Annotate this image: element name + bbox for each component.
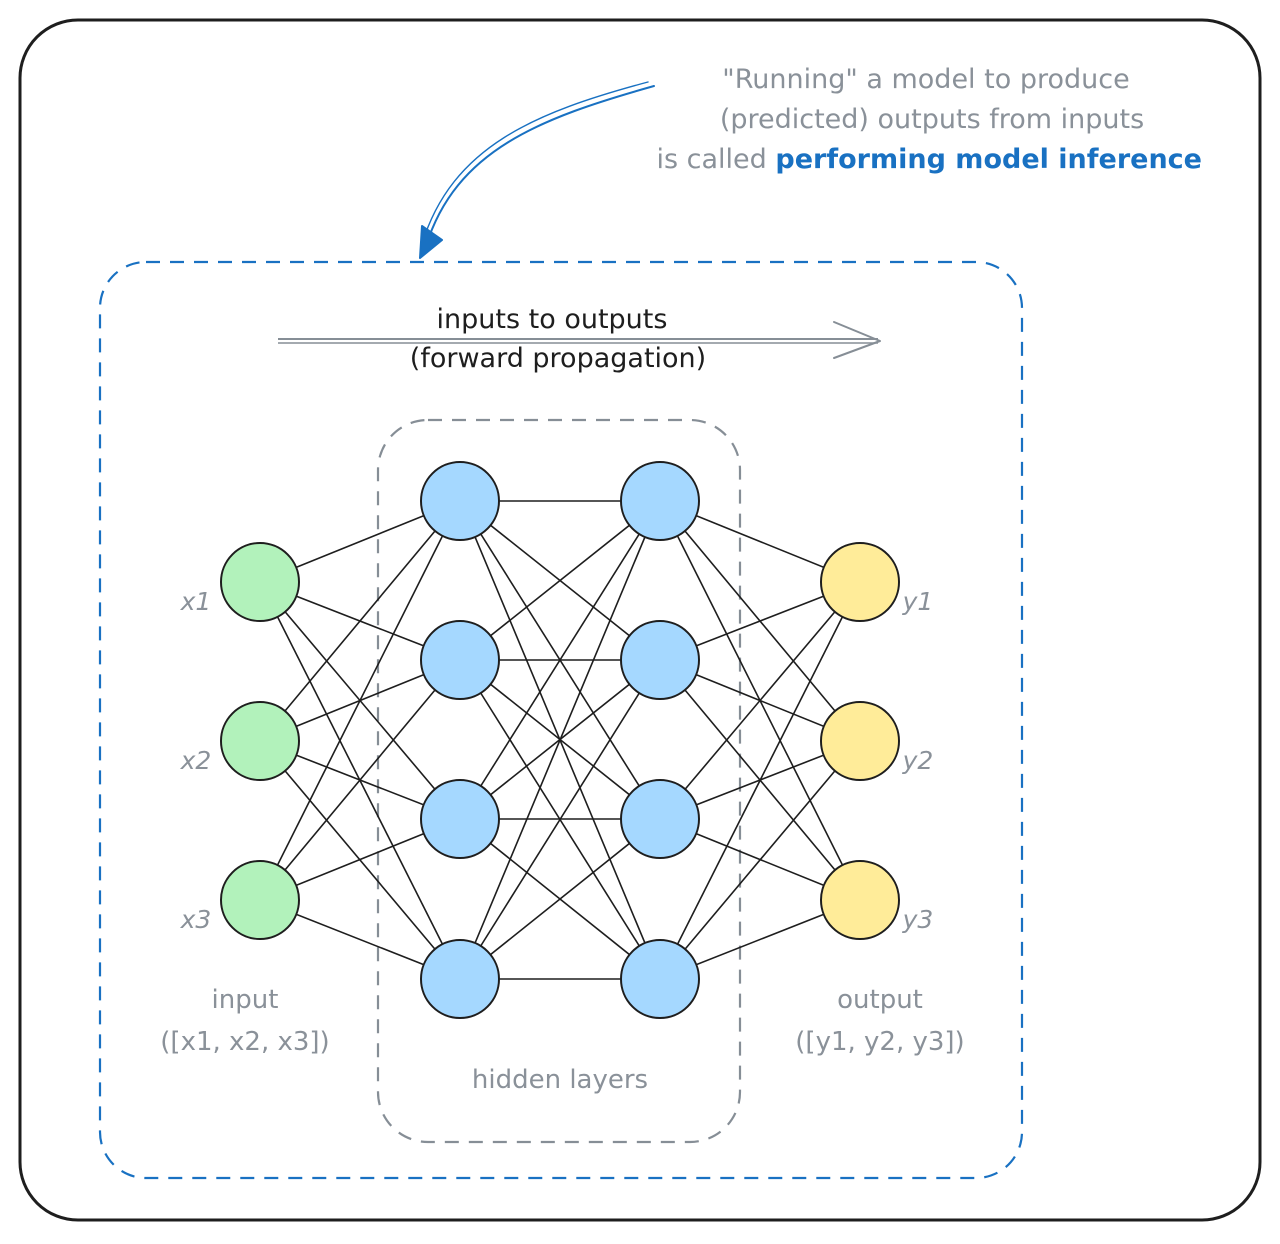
output-node-y2 bbox=[820, 701, 900, 781]
propagation-title: inputs to outputs bbox=[437, 304, 668, 335]
annotation-line-3: is called performing model inference bbox=[657, 144, 1202, 175]
connection-line bbox=[659, 740, 861, 980]
hidden-layers-label: hidden layers bbox=[472, 1065, 648, 1095]
output-label-y2: y2 bbox=[902, 746, 934, 775]
hidden2-node-3 bbox=[620, 779, 700, 859]
annotation-arrow bbox=[419, 81, 655, 259]
connection-line bbox=[259, 500, 461, 901]
hidden2-node-4 bbox=[620, 939, 700, 1019]
input-label-x1: x1 bbox=[180, 587, 212, 616]
connection-line bbox=[659, 581, 861, 820]
hidden1-node-2 bbox=[420, 620, 500, 700]
forward-propagation-arrow bbox=[278, 321, 881, 359]
connection-line bbox=[459, 818, 661, 980]
propagation-subtitle: (forward propagation) bbox=[410, 343, 706, 374]
inference-boundary bbox=[98, 260, 1024, 1180]
input-label-x3: x3 bbox=[180, 905, 212, 934]
hidden-layers-group bbox=[376, 418, 742, 1144]
connection-line bbox=[459, 500, 661, 820]
annotation-line-2: (predicted) outputs from inputs bbox=[720, 104, 1144, 135]
connection-lines bbox=[259, 500, 861, 980]
connection-line bbox=[459, 500, 661, 980]
input-node-x1 bbox=[220, 542, 300, 622]
output-label-y3: y3 bbox=[902, 905, 934, 934]
connection-line bbox=[659, 581, 861, 980]
input-vector-label: ([x1, x2, x3]) bbox=[160, 1027, 329, 1057]
hidden2-node-1 bbox=[620, 461, 700, 541]
output-layer-label: output bbox=[837, 985, 923, 1015]
connection-line bbox=[259, 659, 461, 901]
output-node-y1 bbox=[820, 542, 900, 622]
hidden2-node-2 bbox=[620, 620, 700, 700]
annotation-highlight: performing model inference bbox=[775, 144, 1202, 175]
outer-frame bbox=[18, 18, 1262, 1222]
connection-line bbox=[259, 500, 461, 742]
input-label-x2: x2 bbox=[180, 746, 212, 775]
input-node-x2 bbox=[220, 701, 300, 781]
input-layer-label: input bbox=[212, 985, 279, 1015]
output-label-y1: y1 bbox=[902, 587, 934, 616]
annotation-line-3-prefix: is called bbox=[657, 144, 776, 175]
connection-line bbox=[459, 659, 661, 980]
output-node-y3 bbox=[820, 860, 900, 940]
hidden1-node-1 bbox=[420, 461, 500, 541]
annotation-line-1: "Running" a model to produce bbox=[722, 64, 1129, 95]
hidden1-node-3 bbox=[420, 779, 500, 859]
output-vector-label: ([y1, y2, y3]) bbox=[795, 1027, 964, 1057]
hidden1-node-4 bbox=[420, 939, 500, 1019]
input-node-x3 bbox=[220, 860, 300, 940]
connection-line bbox=[459, 500, 661, 661]
